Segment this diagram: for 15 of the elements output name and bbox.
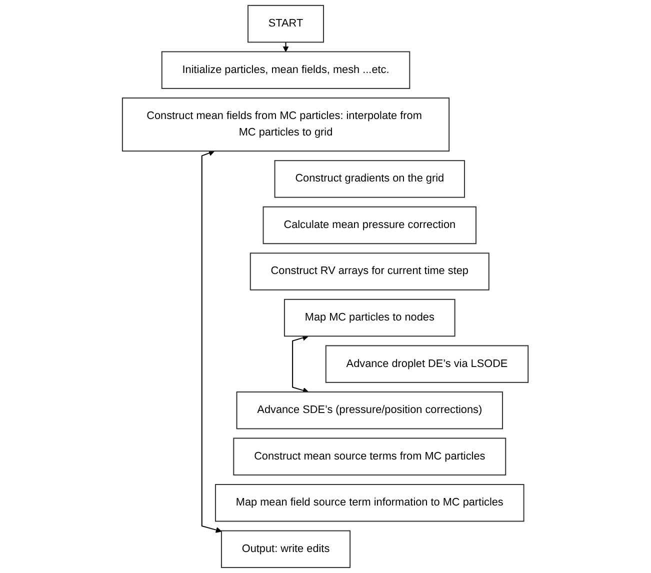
node-box: Calculate mean pressure correction xyxy=(263,206,477,244)
arrow xyxy=(202,150,222,533)
node-box: Initialize particles, mean fields, mesh ...etc. xyxy=(162,51,410,89)
node-box: Output: write edits xyxy=(221,530,351,568)
arrow xyxy=(282,42,289,52)
node-box: Construct mean source terms from MC particles xyxy=(233,438,506,476)
node-box: Construct mean fields from MC particles: interpolate from MC particles to grid xyxy=(122,98,450,152)
node-box: Construct gradients on the grid xyxy=(274,160,466,198)
node-box: Advance droplet DE’s via LSODE xyxy=(326,345,529,383)
arrow xyxy=(292,334,309,394)
node-box: Advance SDE’s (pressure/position corrections) xyxy=(236,391,504,430)
node-box: Map MC particles to nodes xyxy=(284,298,456,337)
node-box: Map mean field source term information to MC particles xyxy=(215,484,525,522)
node-box: Construct RV arrays for current time step xyxy=(250,252,490,290)
node-box: START xyxy=(248,4,324,43)
